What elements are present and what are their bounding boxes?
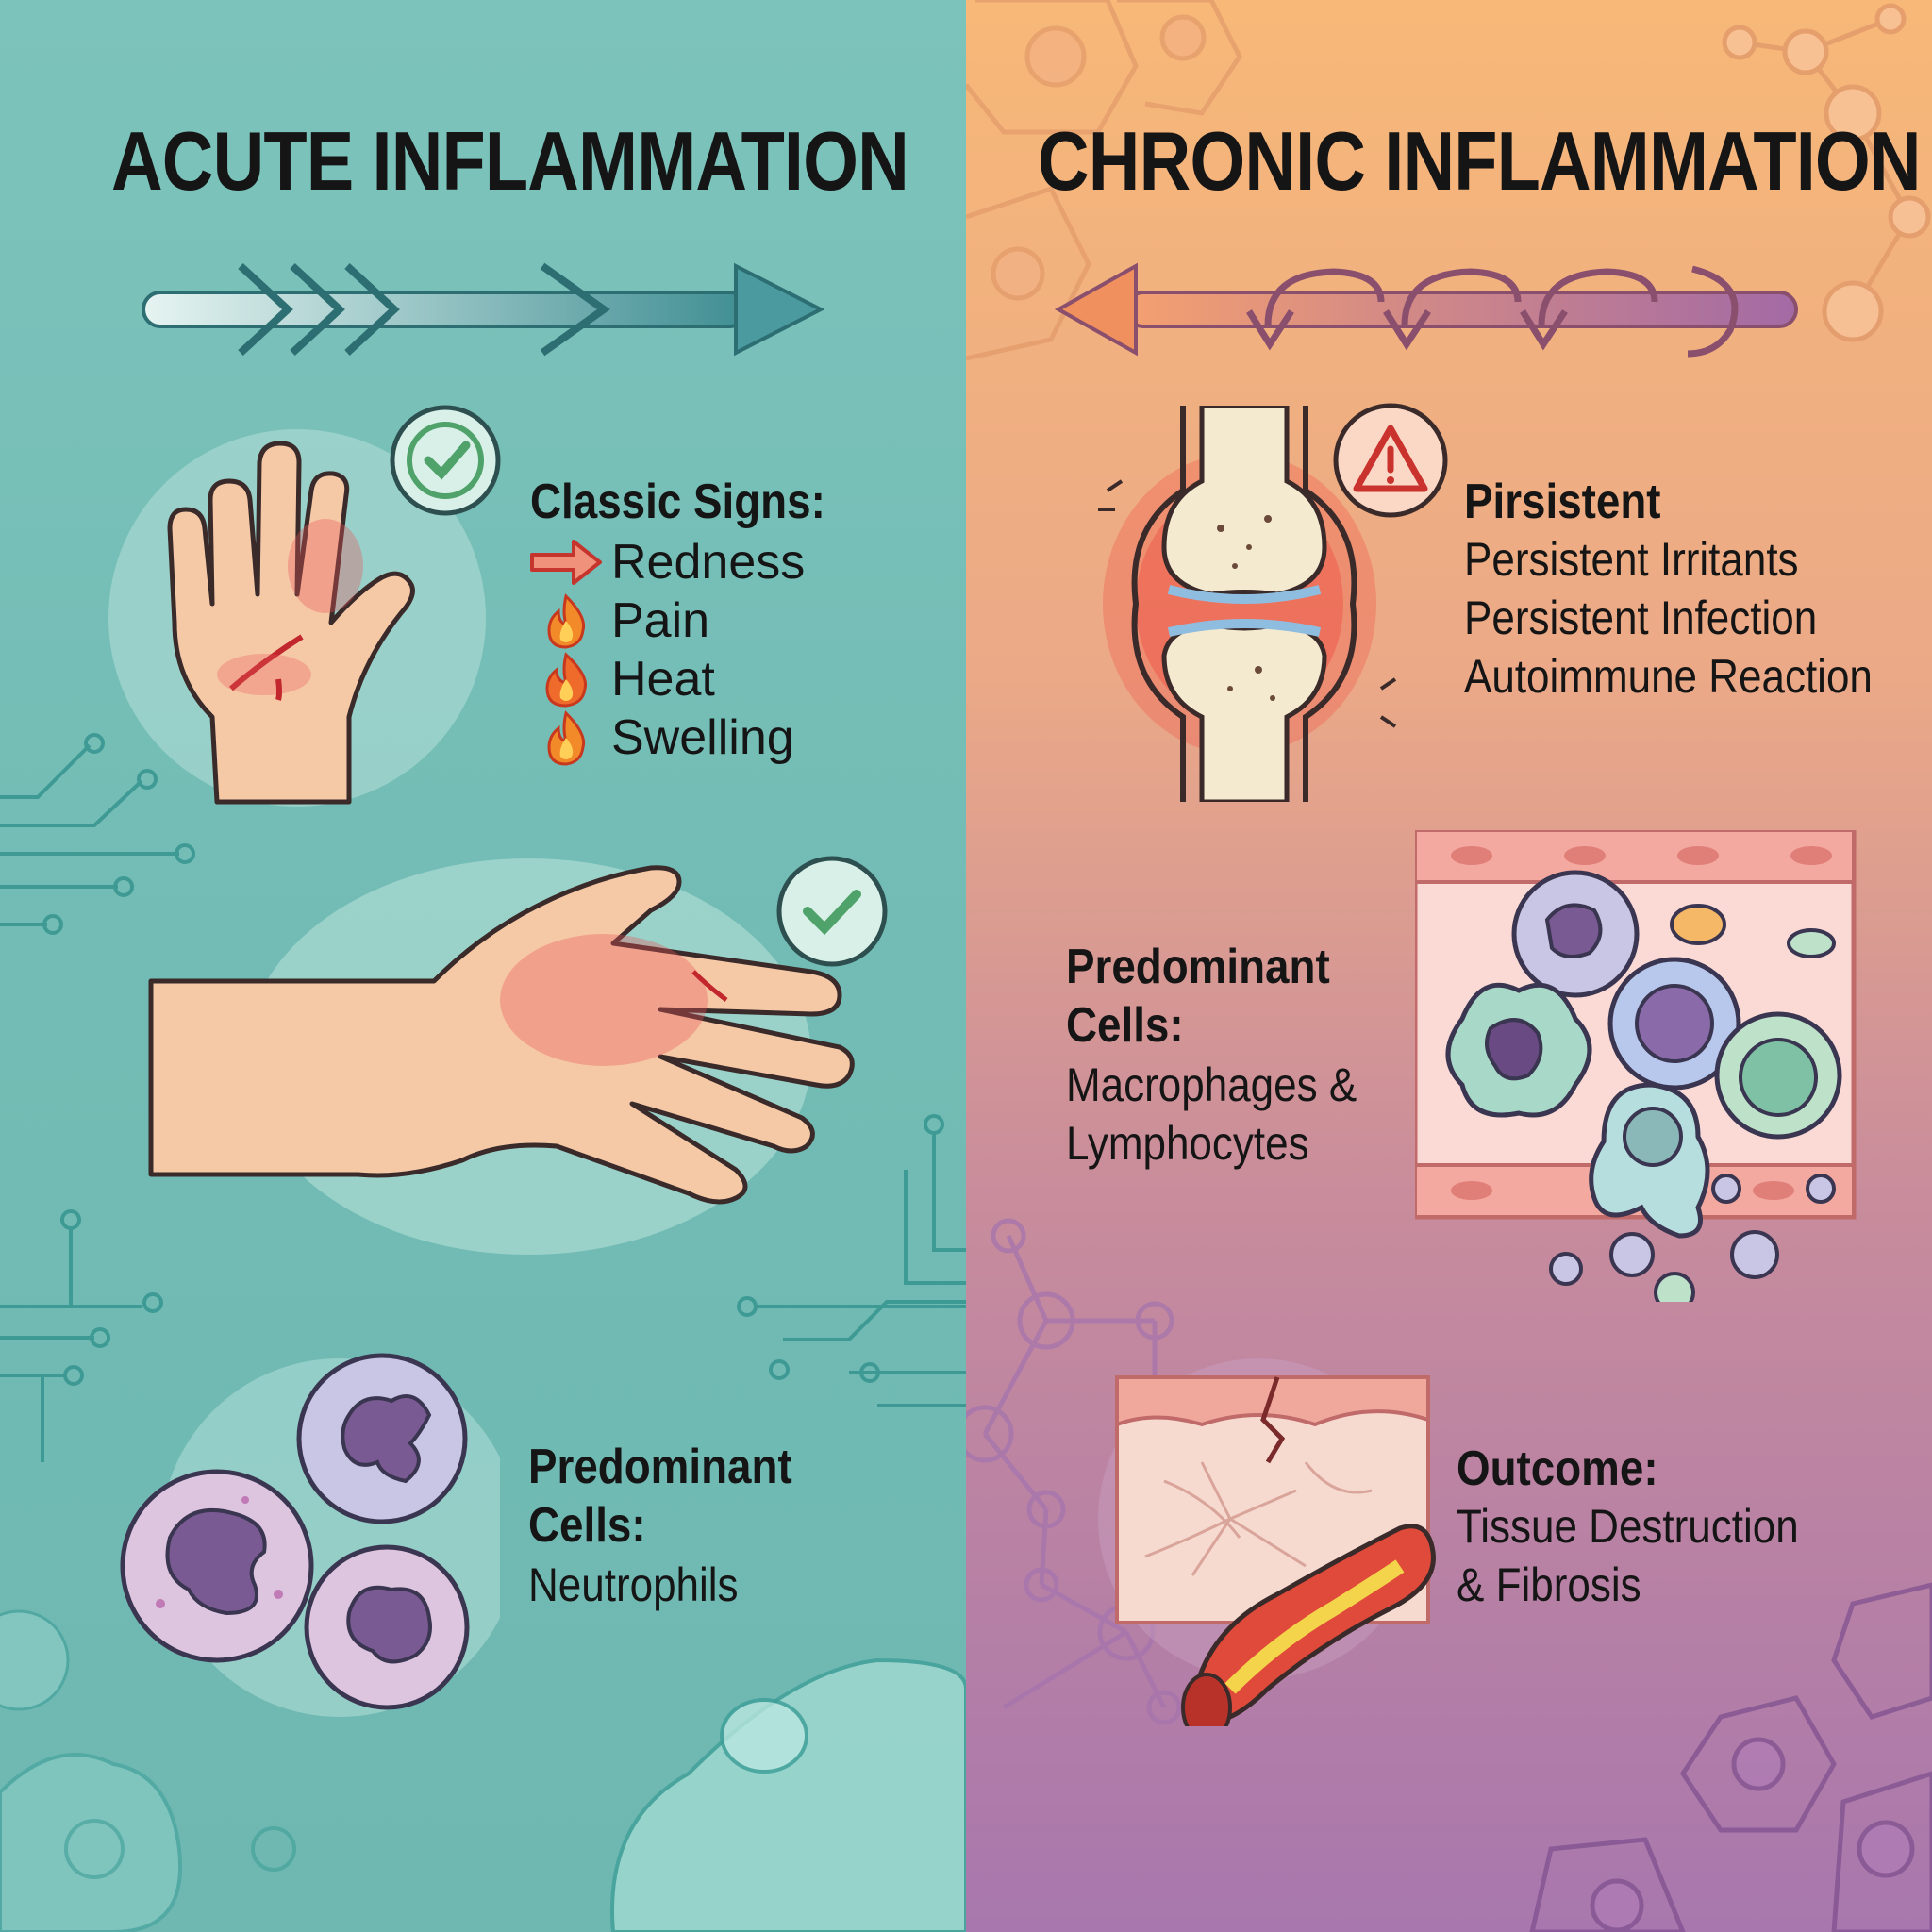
chronic-cause-item: Persistent Infection xyxy=(1464,591,1818,644)
chronic-panel: CHRONIC INFLAMMATION Pirsistent Persiste… xyxy=(966,0,1932,1932)
neutrophil-cell xyxy=(120,1469,314,1663)
acute-cells-heading-line2: Cells: xyxy=(528,1498,646,1553)
lymphocyte-cell xyxy=(1511,870,1640,998)
flame-icon xyxy=(545,652,588,708)
macrophage-cell xyxy=(1445,982,1592,1118)
chronic-cells-body-line2: Lymphocytes xyxy=(1066,1117,1309,1170)
sign-pain: Pain xyxy=(528,591,709,650)
macrophages-lymphocytes-illustration xyxy=(1415,830,1857,1302)
arrow-right-icon xyxy=(530,540,602,585)
sign-redness: Redness xyxy=(528,533,805,591)
acute-cells-heading-line1: Predominant xyxy=(528,1440,792,1494)
chronic-causes-heading: Pirsistent xyxy=(1464,475,1661,529)
chronic-cause-item: Persistent Irritants xyxy=(1464,533,1799,586)
lymphocyte-cell xyxy=(1607,957,1741,1091)
injured-hand-illustration xyxy=(148,858,855,1255)
fibrosis-vessel-illustration xyxy=(1098,1358,1436,1726)
blood-vessel xyxy=(1181,1524,1436,1726)
acute-progress-arrow xyxy=(142,262,825,357)
macrophage-cell xyxy=(1589,1082,1710,1239)
raised-hand-illustration xyxy=(108,429,486,807)
check-icon xyxy=(390,405,501,516)
chronic-cause-item: Autoimmune Reaction xyxy=(1464,650,1873,703)
outcome-body-line2: & Fibrosis xyxy=(1457,1558,1641,1611)
acute-panel: ACUTE INFLAMMATION Classic Signs: Rednes… xyxy=(0,0,966,1932)
inflamed-joint-illustration xyxy=(1098,406,1397,802)
neutrophil-cell xyxy=(296,1353,468,1524)
outcome-heading: Outcome: xyxy=(1457,1441,1658,1496)
chronic-cells-heading-line2: Cells: xyxy=(1066,998,1184,1053)
flame-icon xyxy=(547,593,586,649)
sign-swelling: Swelling xyxy=(528,708,794,767)
sign-heat: Heat xyxy=(528,650,715,708)
lymphocyte-cell xyxy=(1714,1011,1842,1140)
acute-title: ACUTE INFLAMMATION xyxy=(111,114,909,208)
acute-background-decor xyxy=(0,262,966,1932)
outcome-body-line1: Tissue Destruction xyxy=(1457,1500,1799,1553)
flame-icon xyxy=(547,710,586,766)
chronic-cycle-arrow xyxy=(1054,262,1798,358)
check-icon xyxy=(776,856,888,967)
chronic-cells-body-line1: Macrophages & xyxy=(1066,1058,1357,1111)
chronic-background-decor xyxy=(966,0,1932,1932)
neutrophil-cell xyxy=(304,1544,470,1710)
chronic-cells-heading-line1: Predominant xyxy=(1066,940,1330,994)
chronic-title: CHRONIC INFLAMMATION xyxy=(1038,114,1922,208)
neutrophils-illustration xyxy=(120,1353,500,1717)
classic-signs-heading: Classic Signs: xyxy=(530,475,825,529)
acute-cells-body: Neutrophils xyxy=(528,1558,739,1611)
warning-icon xyxy=(1333,403,1448,518)
